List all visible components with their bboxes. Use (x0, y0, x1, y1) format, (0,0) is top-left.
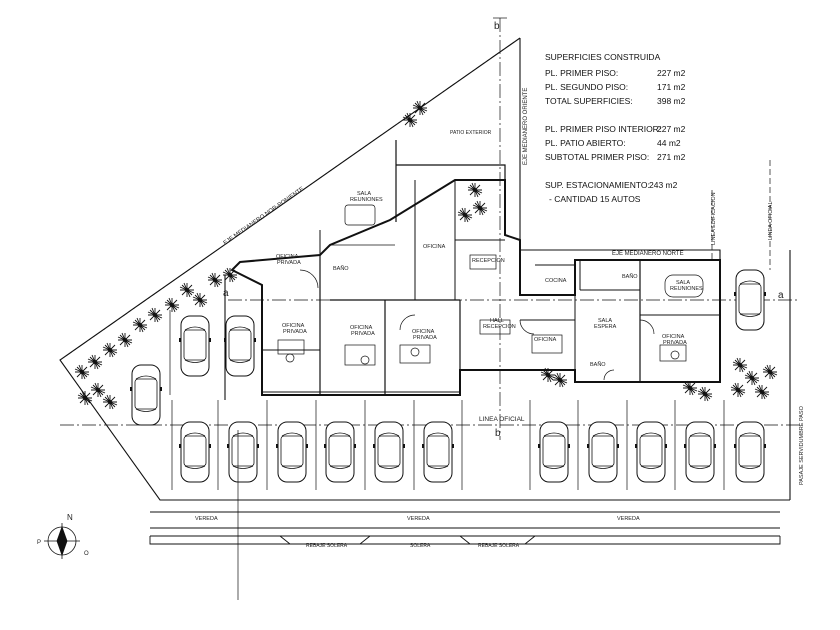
label-vereda-2: VEREDA (407, 516, 430, 522)
row-value: 271 m2 (657, 152, 686, 162)
label-solera: SOLERA (410, 543, 431, 549)
row-label: - CANTIDAD 15 AUTOS (549, 194, 641, 204)
label-vereda-1: VEREDA (195, 516, 218, 522)
label-sala-espera-b: ESPERA (594, 324, 617, 330)
label-sala-espera: SALA (598, 318, 612, 324)
label-bano-1: BAÑO (333, 265, 349, 272)
row-label: SUBTOTAL PRIMER PISO: (545, 152, 650, 162)
label-bano-3: BAÑO (590, 361, 606, 368)
label-sala-reuniones-2b: REUNIONES (670, 286, 703, 292)
car (733, 421, 767, 483)
label-sala-reuniones-2: SALA (676, 280, 690, 286)
car (323, 421, 357, 483)
compass-o: O (84, 551, 89, 557)
label-oficina-privada-1: OFICINA (276, 254, 299, 260)
label-oficina-privada-5: OFICINA (662, 334, 685, 340)
label-patio-exterior: PATIO EXTERIOR (450, 130, 492, 136)
row-label: PL. PATIO ABIERTO: (545, 138, 626, 148)
label-oficina-privada-5b: PRIVADA (663, 340, 687, 346)
label-cocina: COCINA (545, 278, 567, 284)
street (149, 430, 781, 600)
label-eje-nor-poniente: EJE MEDIANERO NOR-PONIENTE (223, 186, 306, 246)
label-rebaje-2: REBAJE SOLERA (478, 543, 520, 549)
label-oficina-1: OFICINA (423, 244, 446, 250)
row-label: PL. SEGUNDO PISO: (545, 82, 629, 92)
label-rebaje-1: REBAJE SOLERA (306, 543, 348, 549)
mark-a-left: a (223, 288, 229, 299)
label-hall: HALL (490, 318, 504, 324)
mark-a-right: a (778, 290, 784, 301)
car (129, 364, 163, 426)
label-recepcion: RECEPCION (472, 258, 505, 264)
car (733, 269, 767, 331)
mark-b-top: b (494, 21, 500, 32)
label-linea-oficial: LINEA OFICIAL (479, 416, 525, 423)
label-hall-b: RECEPCION (483, 324, 516, 330)
row-value: 227 m2 (657, 124, 686, 134)
car (683, 421, 717, 483)
label-sala-reuniones-1b: REUNIONES (350, 197, 383, 203)
car (372, 421, 406, 483)
row-label: PL. PRIMER PISO INTERIOR: (545, 124, 662, 134)
car (178, 421, 212, 483)
building-walls (230, 140, 721, 396)
label-pasaje: PASAJE SERVIDUMBRE PASO (799, 405, 805, 485)
row-label: TOTAL SUPERFICIES: (545, 96, 633, 106)
car (586, 421, 620, 483)
label-oficina-2: OFICINA (534, 337, 557, 343)
label-bano-2: BAÑO (622, 273, 638, 280)
label-vereda-3: VEREDA (617, 516, 640, 522)
label-eje-oriente: EJE MEDIANERO ORIENTE (523, 88, 529, 165)
label-oficina-privada-3b: PRIVADA (351, 331, 375, 337)
compass-p: P (37, 540, 41, 546)
label-linea-oficial-right: LINEA OFICIAL (768, 201, 774, 240)
label-eje-norte: EJE MEDIANERO NORTE (612, 251, 684, 257)
north-label: N (67, 513, 73, 522)
row-label: SUP. ESTACIONAMIENTO: (545, 180, 650, 190)
row-value: 398 m2 (657, 96, 686, 106)
mark-b-bottom: b (495, 428, 501, 439)
label-linea-edificacion: LINEA EDIFICACION (711, 192, 717, 245)
row-label: PL. PRIMER PISO: (545, 68, 619, 78)
car (178, 315, 212, 377)
label-oficina-privada-3: OFICINA (350, 325, 373, 331)
car (226, 421, 260, 483)
car (421, 421, 455, 483)
label-oficina-privada-1b: PRIVADA (277, 260, 301, 266)
furniture (277, 204, 704, 381)
axis-lines (60, 17, 800, 440)
row-value: 171 m2 (657, 82, 686, 92)
table-heading: SUPERFICIES CONSTRUIDA (545, 52, 661, 62)
label-oficina-privada-4: OFICINA (412, 329, 435, 335)
car (537, 421, 571, 483)
car (634, 421, 668, 483)
row-value: 227 m2 (657, 68, 686, 78)
row-value: 243 m2 (649, 180, 678, 190)
label-oficina-privada-2b: PRIVADA (283, 329, 307, 335)
car (223, 315, 257, 377)
label-sala-reuniones-1: SALA (357, 191, 371, 197)
north-arrow (44, 523, 80, 559)
row-value: 44 m2 (657, 138, 681, 148)
parking-stalls (169, 310, 725, 490)
label-oficina-privada-2: OFICINA (282, 323, 305, 329)
label-oficina-privada-4b: PRIVADA (413, 335, 437, 341)
car (275, 421, 309, 483)
